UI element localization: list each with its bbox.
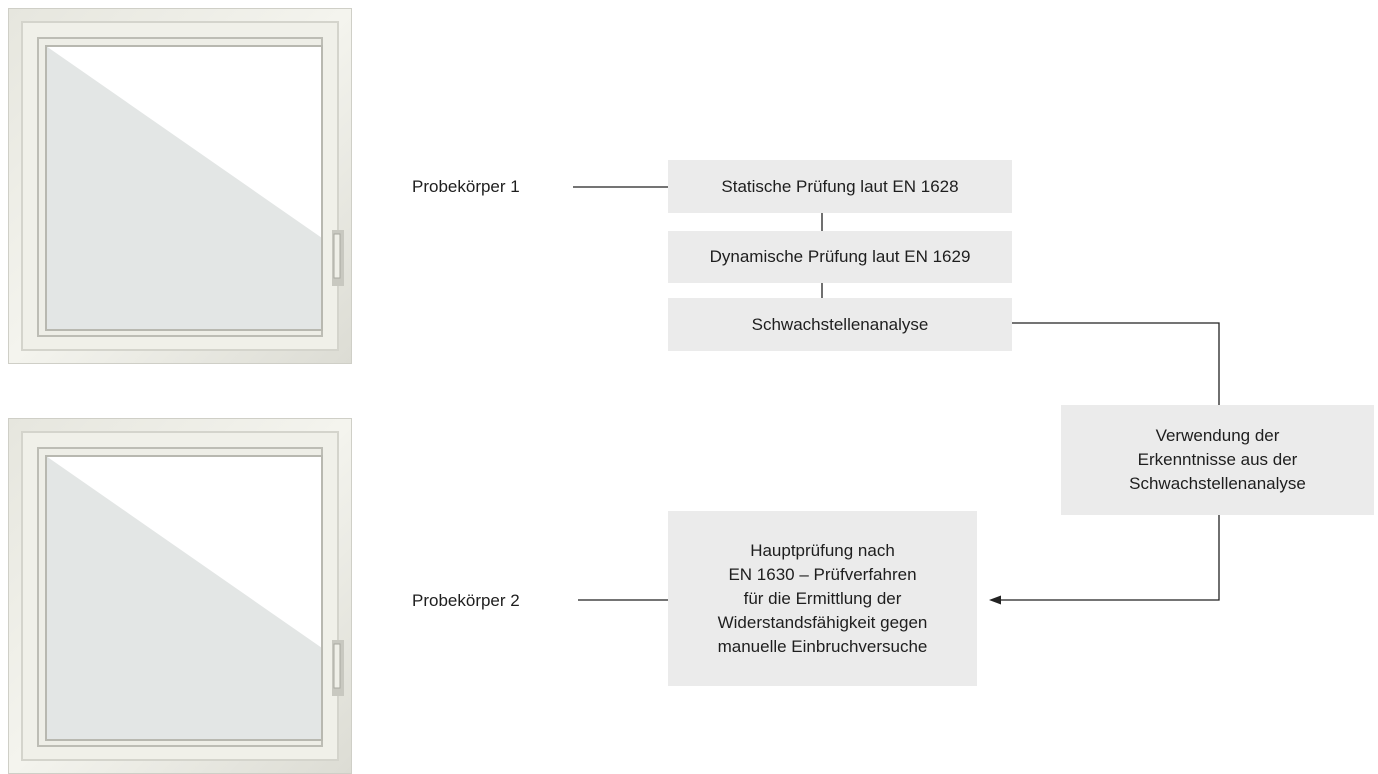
weakness-analysis-box: Schwachstellenanalyse (668, 298, 1012, 351)
static-test-box: Statische Prüfung laut EN 1628 (668, 160, 1012, 213)
main-test-line: für die Ermittlung der (743, 588, 902, 608)
dynamic-test-label: Dynamische Prüfung laut EN 1629 (709, 247, 971, 266)
window-specimen-2-image (8, 418, 352, 774)
main-test-line: EN 1630 – Prüfverfahren (728, 564, 917, 584)
arrowhead-main-test (989, 595, 1001, 605)
specimen-2-label: Probekörper 2 (412, 591, 520, 610)
connector-findings-main (1000, 515, 1220, 601)
specimen-1-label: Probekörper 1 (412, 177, 520, 196)
findings-line: Verwendung der (1155, 426, 1280, 445)
window-specimen-1-image (8, 8, 352, 364)
dynamic-test-box: Dynamische Prüfung laut EN 1629 (668, 231, 1012, 283)
findings-box: Verwendung der Erkenntnisse aus der Schw… (1061, 405, 1374, 515)
main-test-line: manuelle Einbruchversuche (717, 636, 928, 656)
connector-analysis-findings (1012, 322, 1220, 405)
main-test-box: Hauptprüfung nach EN 1630 – Prüfverfahre… (668, 511, 977, 686)
main-test-line: Hauptprüfung nach (750, 540, 895, 560)
findings-line: Schwachstellenanalyse (1129, 474, 1306, 493)
main-test-line: Widerstandsfähigkeit gegen (717, 612, 928, 632)
weakness-analysis-label: Schwachstellenanalyse (751, 314, 929, 334)
static-test-label: Statische Prüfung laut EN 1628 (721, 176, 959, 196)
findings-line: Erkenntnisse aus der (1137, 450, 1298, 469)
